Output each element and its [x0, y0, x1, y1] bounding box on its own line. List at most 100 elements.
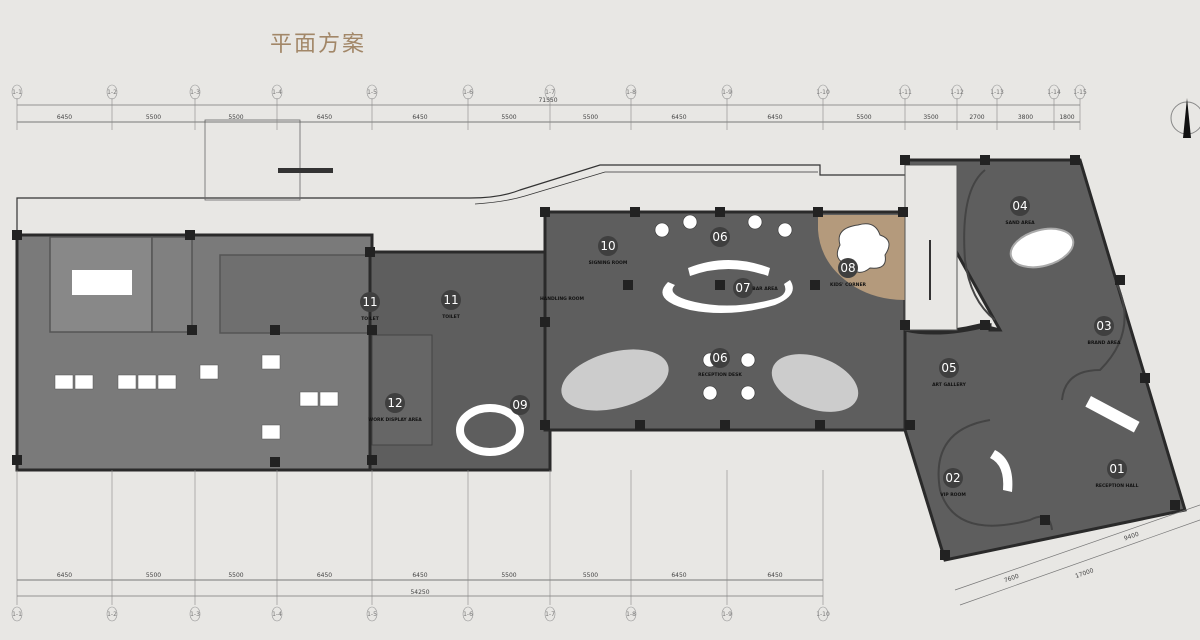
grid-label: 1-5 — [367, 89, 377, 96]
room-06: 06 — [710, 227, 730, 247]
room-number-badge — [733, 278, 753, 298]
corridor-outline-inner — [474, 171, 818, 205]
room-label: SIGNING ROOM — [589, 260, 628, 266]
room-label: WORK DISPLAY AREA — [368, 417, 422, 423]
column — [12, 230, 22, 240]
top-dimension: 6450 — [767, 114, 782, 121]
column — [12, 455, 22, 465]
grid-bubble — [899, 84, 911, 100]
room-number: 04 — [1012, 199, 1027, 213]
room-number-badge — [1094, 316, 1114, 336]
grid-label: 1-9 — [722, 611, 732, 618]
column — [540, 207, 550, 217]
top-dimension: 5500 — [856, 114, 871, 121]
room-label: TOILET — [361, 316, 380, 322]
toilet-block — [219, 254, 371, 334]
top-total-label: 71550 — [538, 97, 557, 104]
reception-desk — [1085, 396, 1140, 433]
dimension-axes: 715501-164501-255001-355001-464501-56450… — [11, 84, 1200, 622]
sand-table — [1009, 227, 1075, 269]
desk — [319, 391, 339, 407]
top-dimension: 5500 — [501, 114, 516, 121]
grid-label: 1-8 — [626, 611, 636, 618]
room-number: 03 — [1096, 319, 1111, 333]
grid-bubble — [271, 84, 283, 100]
grid-bubble — [11, 84, 23, 100]
bottom-dimension: 6450 — [317, 572, 332, 579]
room-label: ART GALLERY — [932, 382, 967, 388]
column — [270, 457, 280, 467]
work-display-room — [371, 334, 433, 446]
top-dimension: 3500 — [923, 114, 938, 121]
grid-bubble — [189, 606, 201, 622]
top-dimension: 1800 — [1059, 114, 1074, 121]
round-table — [682, 214, 698, 230]
column — [905, 420, 915, 430]
grid-bubble — [1048, 84, 1060, 100]
grid-bubble — [721, 84, 733, 100]
grid-bubble — [625, 84, 637, 100]
room-number-badge — [710, 348, 730, 368]
bottom-dimension: 6450 — [412, 572, 427, 579]
room-label: SAND AREA — [1005, 220, 1035, 226]
grid-bubble — [544, 606, 556, 622]
corridor-outline — [16, 164, 905, 240]
top-dimension: 5500 — [583, 114, 598, 121]
desk — [261, 424, 281, 440]
column — [900, 155, 910, 165]
grid-label: 1-9 — [722, 89, 732, 96]
round-table — [747, 214, 763, 230]
grid-bubble — [721, 606, 733, 622]
grid-label: 1-7 — [545, 611, 555, 618]
room-number-badge — [360, 292, 380, 312]
handling-room-label: HANDLING ROOM — [540, 296, 584, 302]
top-dimension: 2700 — [969, 114, 984, 121]
grid-bubble — [366, 84, 378, 100]
lounge-09 — [456, 404, 524, 456]
column — [367, 455, 377, 465]
room-number-badge — [943, 468, 963, 488]
column — [980, 320, 990, 330]
top-dimension: 6450 — [317, 114, 332, 121]
room-09: 09 — [510, 395, 530, 415]
room-number: 01 — [1109, 462, 1124, 476]
column — [815, 420, 825, 430]
column — [367, 325, 377, 335]
lounge-left — [561, 349, 669, 411]
column — [540, 317, 550, 327]
grid-bubble — [991, 84, 1003, 100]
grid-label: 1-3 — [190, 611, 200, 618]
desk — [117, 374, 137, 390]
top-dimension: 3800 — [1018, 114, 1033, 121]
top-dimension: 6450 — [671, 114, 686, 121]
round-tables — [654, 214, 793, 401]
column — [715, 280, 725, 290]
room-number: 02 — [945, 471, 960, 485]
room-number: 10 — [600, 239, 615, 253]
bottom-total-label: 54250 — [410, 589, 429, 596]
grid-bubble — [817, 606, 829, 622]
grid-bubble — [544, 84, 556, 100]
grid-bubble — [625, 606, 637, 622]
room-number-badge — [710, 227, 730, 247]
bottom-dimension: 5500 — [583, 572, 598, 579]
grid-label: 1-10 — [816, 611, 830, 618]
room-number-badge — [1010, 196, 1030, 216]
column — [365, 247, 375, 257]
grid-bubble — [189, 84, 201, 100]
column — [810, 280, 820, 290]
column — [898, 207, 908, 217]
grid-label: 1-12 — [950, 89, 964, 96]
columns — [12, 155, 1180, 560]
bottom-dimension: 5500 — [228, 572, 243, 579]
bottom-dimension: 5500 — [501, 572, 516, 579]
grid-bubble — [366, 606, 378, 622]
curved-wall-03 — [1061, 279, 1126, 401]
